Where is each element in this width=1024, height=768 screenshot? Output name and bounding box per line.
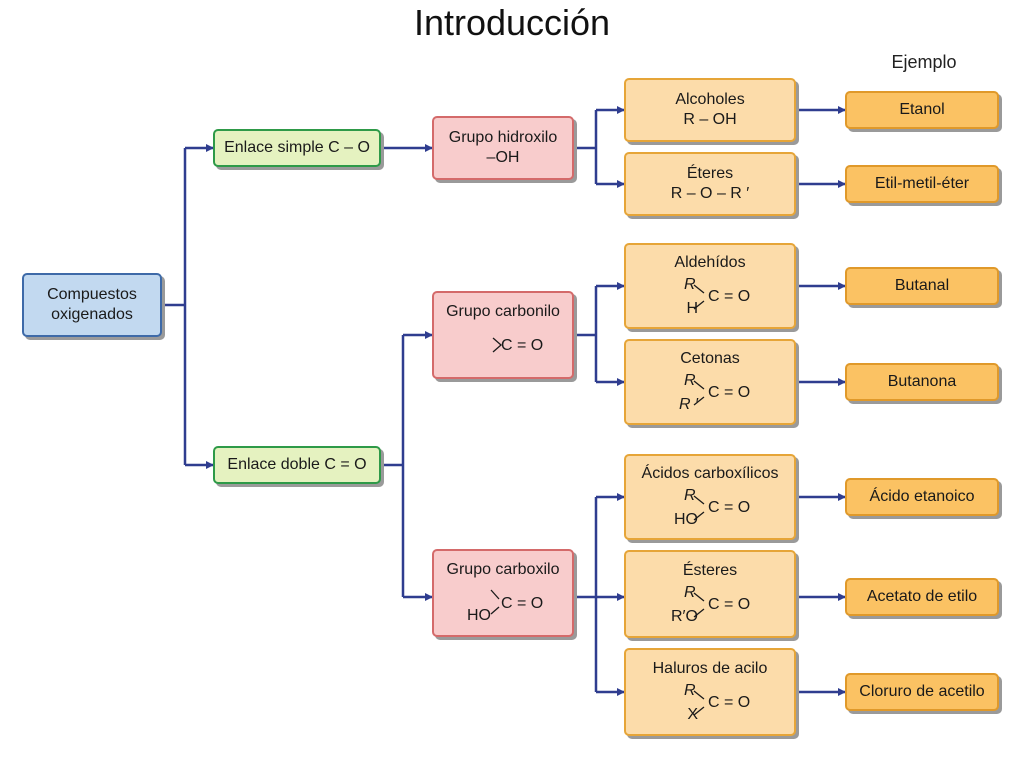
family-co: C = O bbox=[708, 384, 751, 401]
example-label: Acetato de etilo bbox=[866, 588, 978, 605]
example-cloruro-de-acetilo: Cloruro de acetilo bbox=[845, 673, 999, 711]
family-aldehidos: Aldehídos R H C = O bbox=[624, 243, 796, 329]
example-label: Etil-metil-éter bbox=[874, 175, 970, 192]
example-butanona: Butanona bbox=[845, 363, 999, 401]
example-butanal: Butanal bbox=[845, 267, 999, 305]
connector-double-trunk bbox=[381, 335, 405, 597]
example-label: Butanal bbox=[894, 277, 950, 294]
family-name: Haluros de acilo bbox=[652, 660, 768, 677]
family-alcoholes: Alcoholes R – OH bbox=[624, 78, 796, 142]
family-left: R ′ bbox=[679, 396, 698, 413]
family-formula: R – O – R ′ bbox=[670, 185, 750, 202]
family-top: R bbox=[684, 682, 696, 699]
family-structure: R R′O C = O bbox=[664, 583, 756, 627]
bond-double-node: Enlace doble C = O bbox=[213, 446, 381, 484]
root-line-1: Compuestos bbox=[47, 286, 137, 303]
family-name: Cetonas bbox=[680, 350, 740, 367]
group-carbonilo-node: Grupo carbonilo C = O bbox=[432, 291, 574, 379]
family-acidos-carboxilicos: Ácidos carboxílicos R HO C = O bbox=[624, 454, 796, 540]
example-label: Cloruro de acetilo bbox=[859, 683, 985, 700]
example-etanol: Etanol bbox=[845, 91, 999, 129]
carboxilo-co: C = O bbox=[501, 595, 544, 612]
family-top: R bbox=[684, 584, 696, 601]
bond-simple-node: Enlace simple C – O bbox=[213, 129, 381, 167]
connector-carbonilo-trunk bbox=[574, 286, 598, 382]
family-structure: R X C = O bbox=[664, 681, 756, 725]
family-left: R′O bbox=[671, 608, 698, 625]
carboxilo-left: HO bbox=[467, 607, 491, 624]
group-hidroxilo-formula: –OH bbox=[486, 149, 520, 166]
bond-lines-icon bbox=[693, 380, 705, 406]
family-name: Alcoholes bbox=[675, 91, 745, 108]
family-name: Éteres bbox=[686, 165, 734, 182]
family-left: HO bbox=[674, 511, 698, 528]
bond-lines-icon bbox=[693, 284, 705, 310]
bond-lines-icon bbox=[693, 495, 705, 521]
family-co: C = O bbox=[708, 288, 751, 305]
family-left: X bbox=[687, 706, 698, 723]
bond-double-label: Enlace doble C = O bbox=[227, 456, 367, 473]
family-structure: R H C = O bbox=[664, 275, 756, 319]
carbonilo-structure: C = O bbox=[457, 324, 549, 368]
family-structure: R HO C = O bbox=[664, 486, 756, 530]
group-carboxilo-node: Grupo carboxilo HO C = O bbox=[432, 549, 574, 637]
root-node: Compuestos oxigenados bbox=[22, 273, 162, 337]
family-haluros-de-acilo: Haluros de acilo R X C = O bbox=[624, 648, 796, 736]
bond-lines-icon bbox=[693, 592, 705, 618]
bond-simple-label: Enlace simple C – O bbox=[224, 139, 370, 156]
family-formula: R – OH bbox=[683, 111, 737, 128]
example-column-header: Ejemplo bbox=[891, 52, 957, 72]
group-hidroxilo-name: Grupo hidroxilo bbox=[448, 129, 558, 146]
bond-lines-icon bbox=[490, 589, 500, 615]
connector-root-trunk bbox=[162, 148, 187, 465]
root-line-2: oxigenados bbox=[51, 306, 133, 323]
connector-carboxilo-trunk bbox=[574, 497, 598, 692]
family-top: R bbox=[684, 372, 696, 389]
carbonilo-co: C = O bbox=[501, 337, 544, 354]
page-title: Introducción bbox=[413, 2, 611, 43]
example-acetato-de-etilo: Acetato de etilo bbox=[845, 578, 999, 616]
family-left: H bbox=[686, 300, 698, 317]
group-carboxilo-name: Grupo carboxilo bbox=[446, 561, 560, 578]
connector-hidroxilo-trunk bbox=[574, 110, 598, 184]
family-eteres: Éteres R – O – R ′ bbox=[624, 152, 796, 216]
group-hidroxilo-node: Grupo hidroxilo –OH bbox=[432, 116, 574, 180]
family-cetonas: Cetonas R R ′ C = O bbox=[624, 339, 796, 425]
family-top: R bbox=[684, 487, 696, 504]
example-label: Etanol bbox=[899, 101, 945, 118]
example-label: Butanona bbox=[887, 373, 957, 390]
example-etil-metil-eter: Etil-metil-éter bbox=[845, 165, 999, 203]
family-name: Aldehídos bbox=[674, 254, 746, 271]
example-acido-etanoico: Ácido etanoico bbox=[845, 478, 999, 516]
example-label: Ácido etanoico bbox=[869, 488, 975, 505]
family-esteres: Ésteres R R′O C = O bbox=[624, 550, 796, 638]
bond-lines-icon bbox=[492, 337, 502, 353]
group-carbonilo-name: Grupo carbonilo bbox=[446, 303, 560, 320]
family-structure: R R ′ C = O bbox=[664, 371, 756, 415]
family-co: C = O bbox=[708, 694, 751, 711]
family-top: R bbox=[684, 276, 696, 293]
bond-lines-icon bbox=[693, 690, 705, 716]
family-name: Ésteres bbox=[682, 562, 738, 579]
family-co: C = O bbox=[708, 499, 751, 516]
carboxilo-structure: HO C = O bbox=[457, 582, 549, 626]
family-name: Ácidos carboxílicos bbox=[641, 465, 779, 482]
family-co: C = O bbox=[708, 596, 751, 613]
